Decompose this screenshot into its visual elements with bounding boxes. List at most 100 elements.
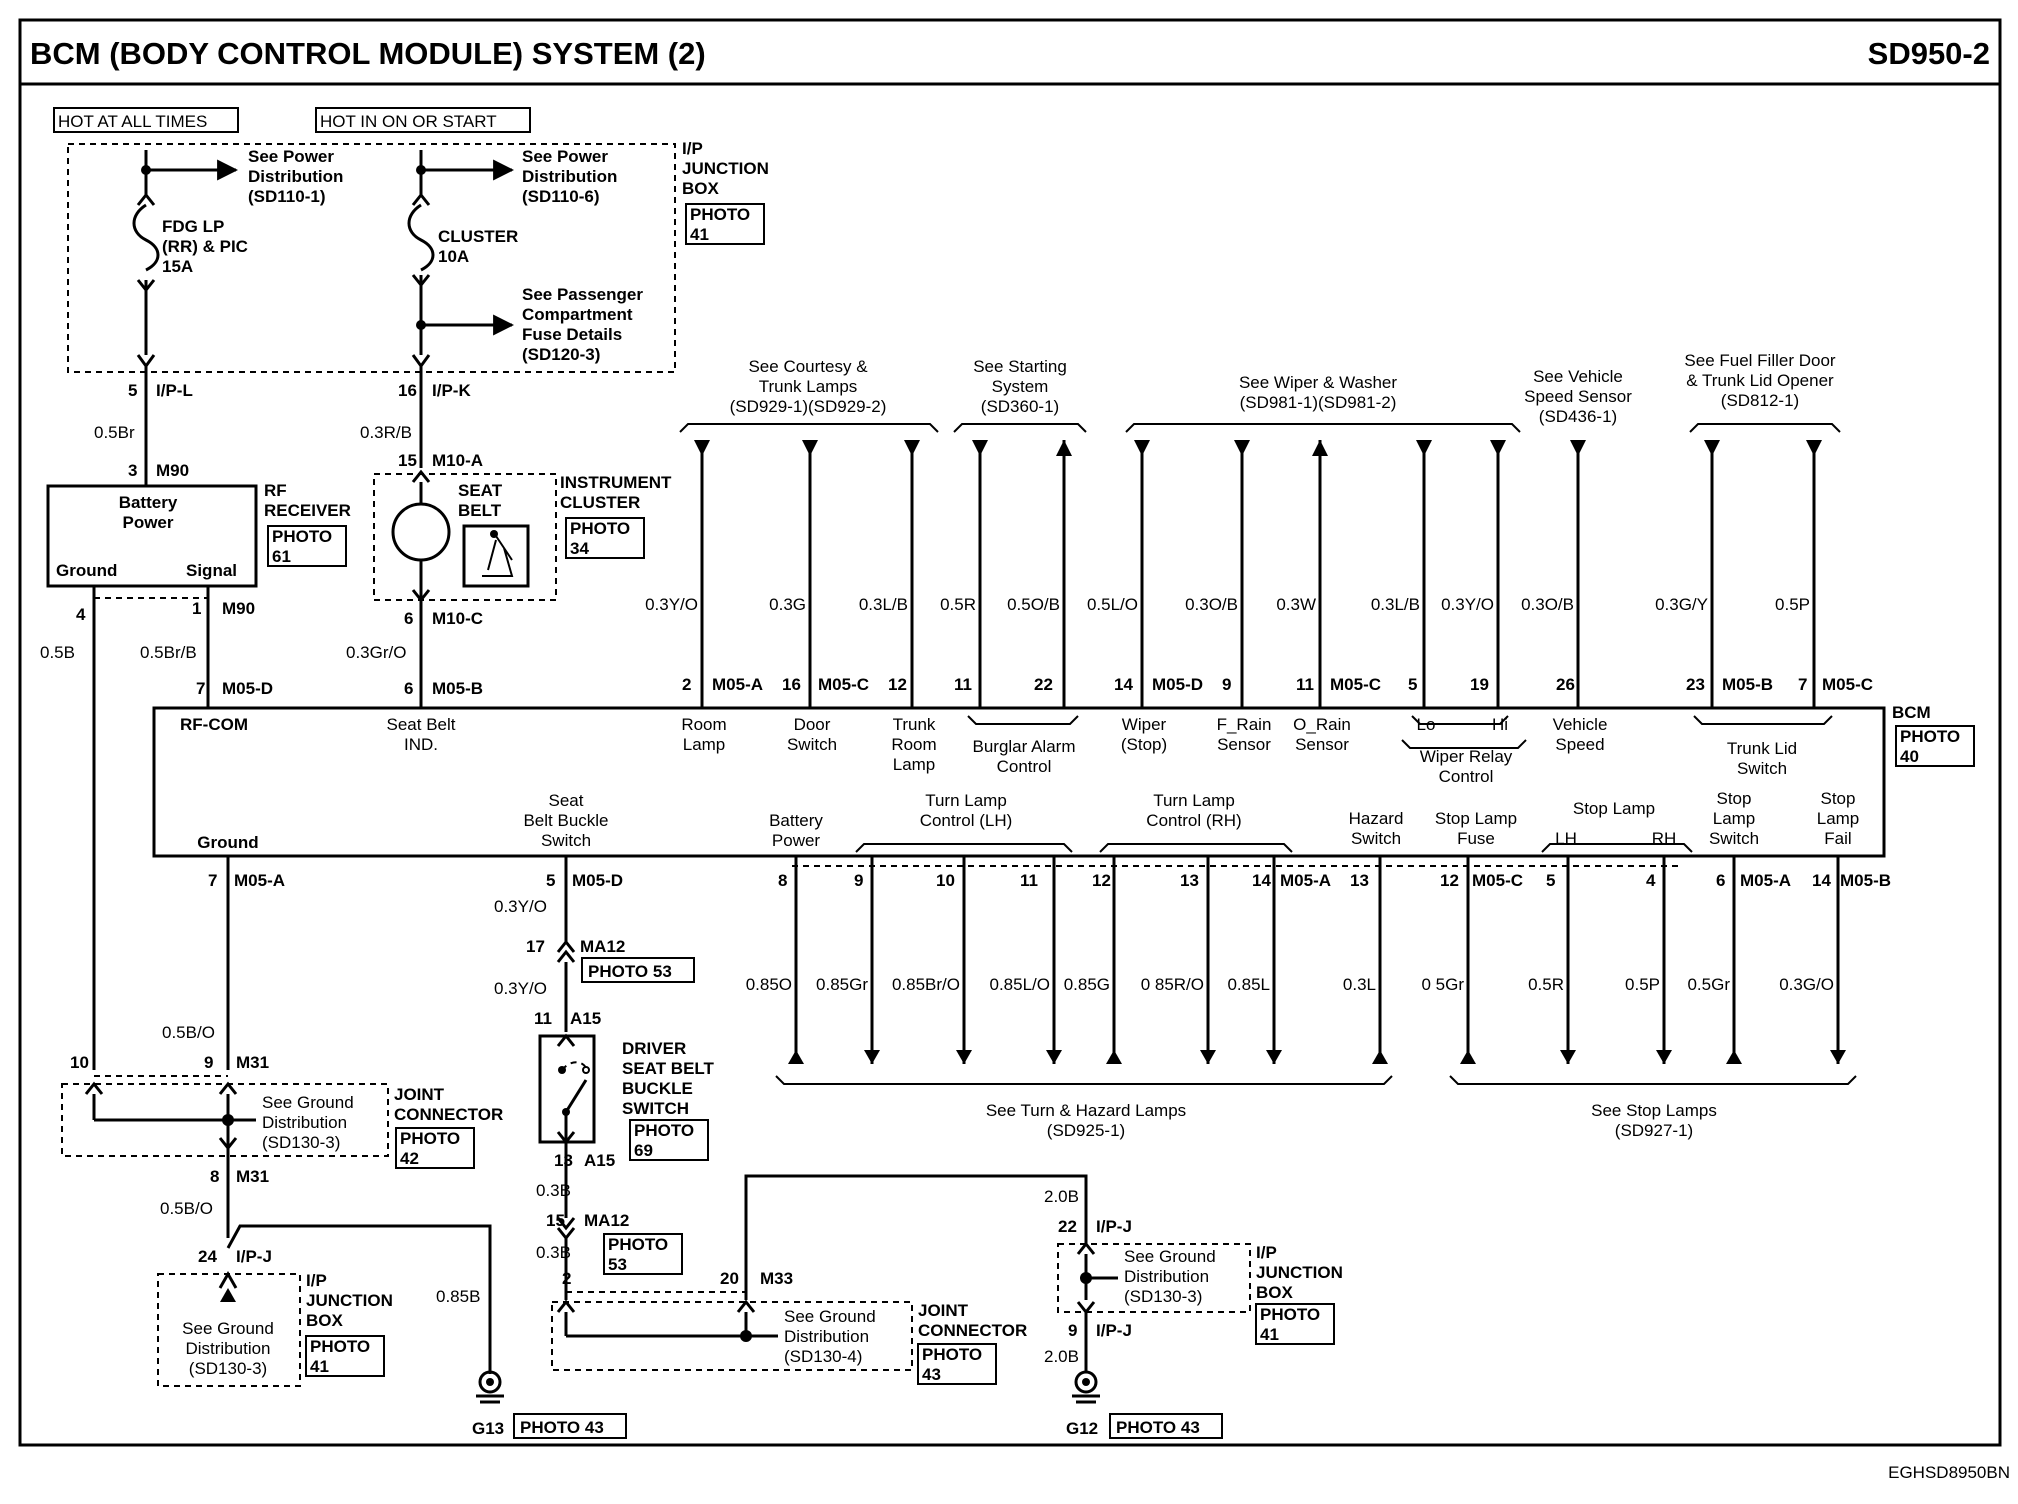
svg-text:IND.: IND. [404,735,438,754]
svg-text:See Starting: See Starting [973,357,1067,376]
svg-text:9: 9 [1068,1321,1077,1340]
photo-53-box-b [603,1233,683,1275]
svg-text:RECEIVER: RECEIVER [264,501,351,520]
ground-g13-icon [476,1370,504,1404]
see-power-distribution-sd110-1: See Power Distribution (SD110-1) [248,147,343,206]
svg-text:Distribution: Distribution [1124,1267,1209,1286]
svg-text:0.3G/Y: 0.3G/Y [1655,595,1708,614]
svg-text:RF: RF [264,481,287,500]
svg-text:PHOTO: PHOTO [400,1129,460,1148]
svg-text:LH: LH [1555,829,1577,848]
bcm-label: BCM [1892,703,1931,722]
svg-text:See Ground: See Ground [1124,1247,1216,1266]
svg-text:22: 22 [1034,675,1053,694]
top-wire-colors: 0.3Y/O 0.3G 0.3L/B 0.5R 0.5O/B 0.5L/O 0.… [645,595,1810,614]
svg-text:(Stop): (Stop) [1121,735,1167,754]
svg-text:Room: Room [891,735,936,754]
svg-text:See Power: See Power [248,147,334,166]
svg-text:CLUSTER: CLUSTER [560,493,640,512]
see-turn-hazard-lamps: See Turn & Hazard Lamps (SD925-1) [986,1101,1186,1140]
bottom-wires [788,856,1846,1064]
bcm-bottom-brackets [855,843,1693,853]
fuse-fdg-lp-label: FDG LP (RR) & PIC 15A [162,217,248,276]
svg-text:Power: Power [772,831,821,850]
svg-text:23: 23 [1686,675,1705,694]
svg-text:7: 7 [1798,675,1807,694]
wire-05br: 0.5Br [94,423,135,442]
ground-g13-label: G13 [472,1419,504,1438]
photo-40-box [1895,725,1975,767]
svg-text:2: 2 [562,1269,571,1288]
rf-receiver-box [46,484,258,588]
svg-text:Distribution: Distribution [784,1327,869,1346]
svg-text:0.85L: 0.85L [1227,975,1270,994]
svg-text:(SD981-1)(SD981-2): (SD981-1)(SD981-2) [1240,393,1397,412]
photo-53-box-a [581,957,695,983]
svg-text:Belt Buckle: Belt Buckle [523,811,608,830]
svg-text:0.3G: 0.3G [769,595,806,614]
photo-41-box-lr [1255,1303,1335,1345]
svg-text:Speed Sensor: Speed Sensor [1524,387,1632,406]
svg-text:See Fuel Filler Door: See Fuel Filler Door [1684,351,1836,370]
svg-text:7: 7 [196,679,205,698]
svg-text:M10-C: M10-C [432,609,483,628]
svg-text:JUNCTION: JUNCTION [306,1291,393,1310]
svg-text:(RR) & PIC: (RR) & PIC [162,237,248,256]
instrument-cluster-label: INSTRUMENT CLUSTER [560,473,672,512]
connector-m90a: M90 [156,461,189,480]
svg-text:0.3O/B: 0.3O/B [1521,595,1574,614]
svg-text:6: 6 [1716,871,1725,890]
svg-text:(SD360-1): (SD360-1) [981,397,1059,416]
seat-belt-lamp-icon [391,502,451,562]
svg-text:13: 13 [554,1151,573,1170]
svg-text:0.85L/O: 0.85L/O [990,975,1051,994]
svg-text:Distribution: Distribution [522,167,617,186]
svg-text:M05-C: M05-C [1472,871,1523,890]
svg-text:24: 24 [198,1247,217,1266]
svg-text:Burglar Alarm: Burglar Alarm [973,737,1076,756]
svg-text:I/P-J: I/P-J [236,1247,272,1266]
ip-junction-box-lower-right [1057,1243,1251,1313]
svg-text:Room: Room [681,715,726,734]
svg-text:PHOTO 53: PHOTO 53 [588,962,672,981]
svg-text:Hazard: Hazard [1349,809,1404,828]
svg-text:F_Rain: F_Rain [1217,715,1272,734]
ip-junction-box-label-ll: I/P JUNCTION BOX [306,1271,393,1330]
svg-text:14: 14 [1812,871,1831,890]
instrument-cluster-box [373,473,557,601]
svg-text:0.3L/B: 0.3L/B [859,595,908,614]
svg-text:M05-D: M05-D [572,871,623,890]
page-code: SD950-2 [1868,36,1990,71]
top-wires [694,440,1822,708]
see-fuel-filler-door: See Fuel Filler Door & Trunk Lid Opener … [1684,351,1836,410]
see-starting-system: See Starting System (SD360-1) [973,357,1067,416]
photo-43-box-m33 [917,1343,997,1385]
svg-text:PHOTO: PHOTO [310,1337,370,1356]
svg-text:Lamp: Lamp [893,755,936,774]
svg-text:PHOTO: PHOTO [1900,727,1960,746]
svg-text:12: 12 [888,675,907,694]
bottom-pin-labels: 7 M05-A 5 M05-D 8 9 10 11 12 13 14 M05-A… [208,871,1891,890]
svg-text:17: 17 [526,937,545,956]
hot-in-on-label: HOT IN ON OR START [320,112,497,131]
svg-text:M05-A: M05-A [1280,871,1331,890]
svg-text:Distribution: Distribution [248,167,343,186]
svg-text:34: 34 [570,539,589,558]
svg-text:Trunk: Trunk [893,715,936,734]
svg-text:(SD436-1): (SD436-1) [1539,407,1617,426]
svg-text:Fuse: Fuse [1457,829,1495,848]
svg-text:0.3L/B: 0.3L/B [1371,595,1420,614]
svg-text:PHOTO: PHOTO [570,519,630,538]
svg-text:41: 41 [690,225,709,244]
svg-text:A15: A15 [584,1151,615,1170]
svg-text:M10-A: M10-A [432,451,483,470]
svg-text:4: 4 [76,605,86,624]
joint-connector-m33 [551,1301,913,1371]
svg-text:10A: 10A [438,247,469,266]
svg-text:Stop Lamp: Stop Lamp [1573,799,1655,818]
svg-text:53: 53 [608,1255,627,1274]
svg-text:Switch: Switch [787,735,837,754]
svg-text:Turn Lamp: Turn Lamp [1153,791,1235,810]
svg-text:(SD120-3): (SD120-3) [522,345,600,364]
svg-text:0.5L/O: 0.5L/O [1087,595,1138,614]
